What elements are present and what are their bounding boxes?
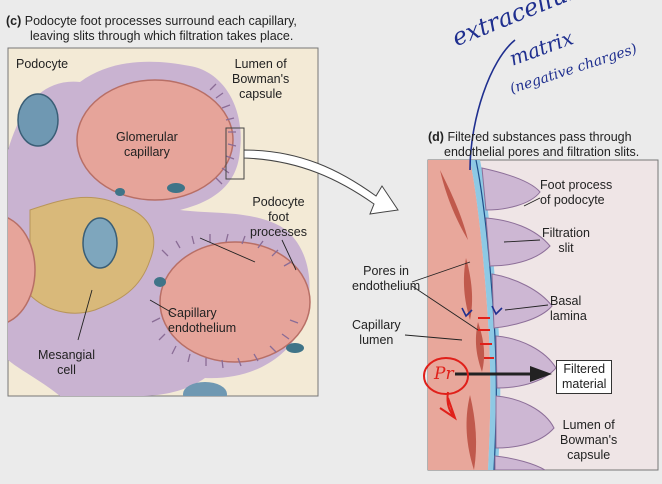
label-filtration-slit: Filtration slit [542,226,590,255]
mesangial-nucleus [82,217,118,269]
leader-lines-d [404,197,549,341]
podocyte-nucleus [17,93,59,147]
endothelial-nucleus [286,343,304,353]
glomerular-capillary-top [76,79,234,201]
label-foot-process: Foot process of podocyte [540,178,613,207]
endothelial-nucleus [154,277,166,287]
label-lumen-bowman-d: Lumen of Bowman's capsule [560,418,618,462]
panel-d-caption: (d) Filtered substances pass through [428,130,632,145]
label-filtered-material: Filtered material [556,360,613,394]
label-basal-lamina: Basal lamina [550,294,587,323]
panel-c-caption-line1: Podocyte foot processes surround each ca… [24,14,297,28]
label-glomerular-capillary: Glomerular capillary [116,130,178,159]
podocyte-nucleus-bottom [183,382,227,396]
label-podocyte-foot-processes: Podocyte foot processes [250,195,307,239]
label-lumen-bowman-c: Lumen of Bowman's capsule [232,57,290,101]
endothelial-nucleus [115,188,125,196]
panel-c-caption-line2: leaving slits through which filtration t… [30,29,294,43]
capillary-left [8,217,36,323]
leader-lines-c [77,237,297,341]
label-capillary-lumen: Capillary lumen [352,318,401,347]
detail-arrow [243,149,399,215]
label-capillary-endothelium: Capillary endothelium [168,306,237,335]
panel-d-caption-line1: Filtered substances pass through [447,130,632,144]
label-pores-endothelium: Pores in endothelium [352,264,421,293]
panel-c-letter: (c) [6,14,22,28]
basal-lamina [470,160,501,470]
panel-c-caption: (c) Podocyte foot processes surround eac… [6,14,297,29]
foot-processes [481,167,557,470]
label-mesangial-cell: Mesangial cell [38,348,95,377]
red-annotation [423,317,494,421]
panel-d-letter: (d) [428,130,444,144]
foot-process-teeth [151,83,299,369]
panel-d-drawing [428,160,557,470]
label-podocyte: Podocyte [16,57,69,71]
capillary-right [159,241,311,363]
panel-d-caption-line2: endothelial pores and filtration slits. [444,145,640,159]
panel-c-drawing [8,61,311,396]
handwritten-marks [461,39,516,318]
handwritten-pr: Pr [434,364,454,384]
endothelium [428,160,491,470]
endothelial-nucleus [167,183,185,193]
